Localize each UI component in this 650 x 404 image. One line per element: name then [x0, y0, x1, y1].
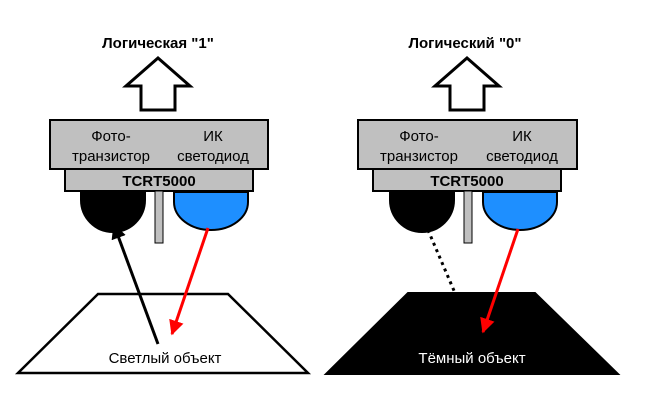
right-dark-object	[323, 292, 621, 375]
right-panel: Логический "0" Фото- транзистор ИК свето…	[323, 35, 621, 375]
right-chip-label: TCRT5000	[430, 173, 503, 190]
right-ir-led	[482, 191, 558, 231]
right-ir-label-2: светодиод	[486, 148, 558, 165]
left-reflected-ray	[111, 223, 160, 345]
right-phototransistor	[389, 191, 455, 233]
right-absorbed-ray	[426, 229, 457, 294]
right-object-label: Тёмный объект	[418, 350, 525, 367]
left-panel: Логическая "1" Фото- транзистор ИК свето…	[14, 35, 312, 375]
right-output-arrow	[431, 56, 503, 112]
right-title: Логический "0"	[408, 35, 521, 52]
left-divider	[154, 190, 164, 244]
left-output-arrow	[122, 56, 194, 112]
right-photo-label-1: Фото-	[399, 128, 438, 145]
right-ir-ray	[480, 228, 520, 334]
left-photo-label-1: Фото-	[91, 128, 130, 145]
left-ir-led	[173, 191, 249, 231]
right-photo-label-2: транзистор	[380, 148, 458, 165]
left-ir-ray	[169, 227, 210, 336]
right-ir-label-1: ИК	[512, 128, 532, 145]
right-sensor-housing	[357, 119, 578, 170]
right-divider	[463, 190, 473, 244]
left-chip-label: TCRT5000	[122, 173, 195, 190]
left-sensor-housing	[49, 119, 269, 170]
left-photo-label-2: транзистор	[72, 148, 150, 165]
left-object-label: Светлый объект	[109, 350, 222, 367]
left-title: Логическая "1"	[102, 35, 214, 52]
left-ir-label-2: светодиод	[177, 148, 249, 165]
left-ir-label-1: ИК	[203, 128, 223, 145]
